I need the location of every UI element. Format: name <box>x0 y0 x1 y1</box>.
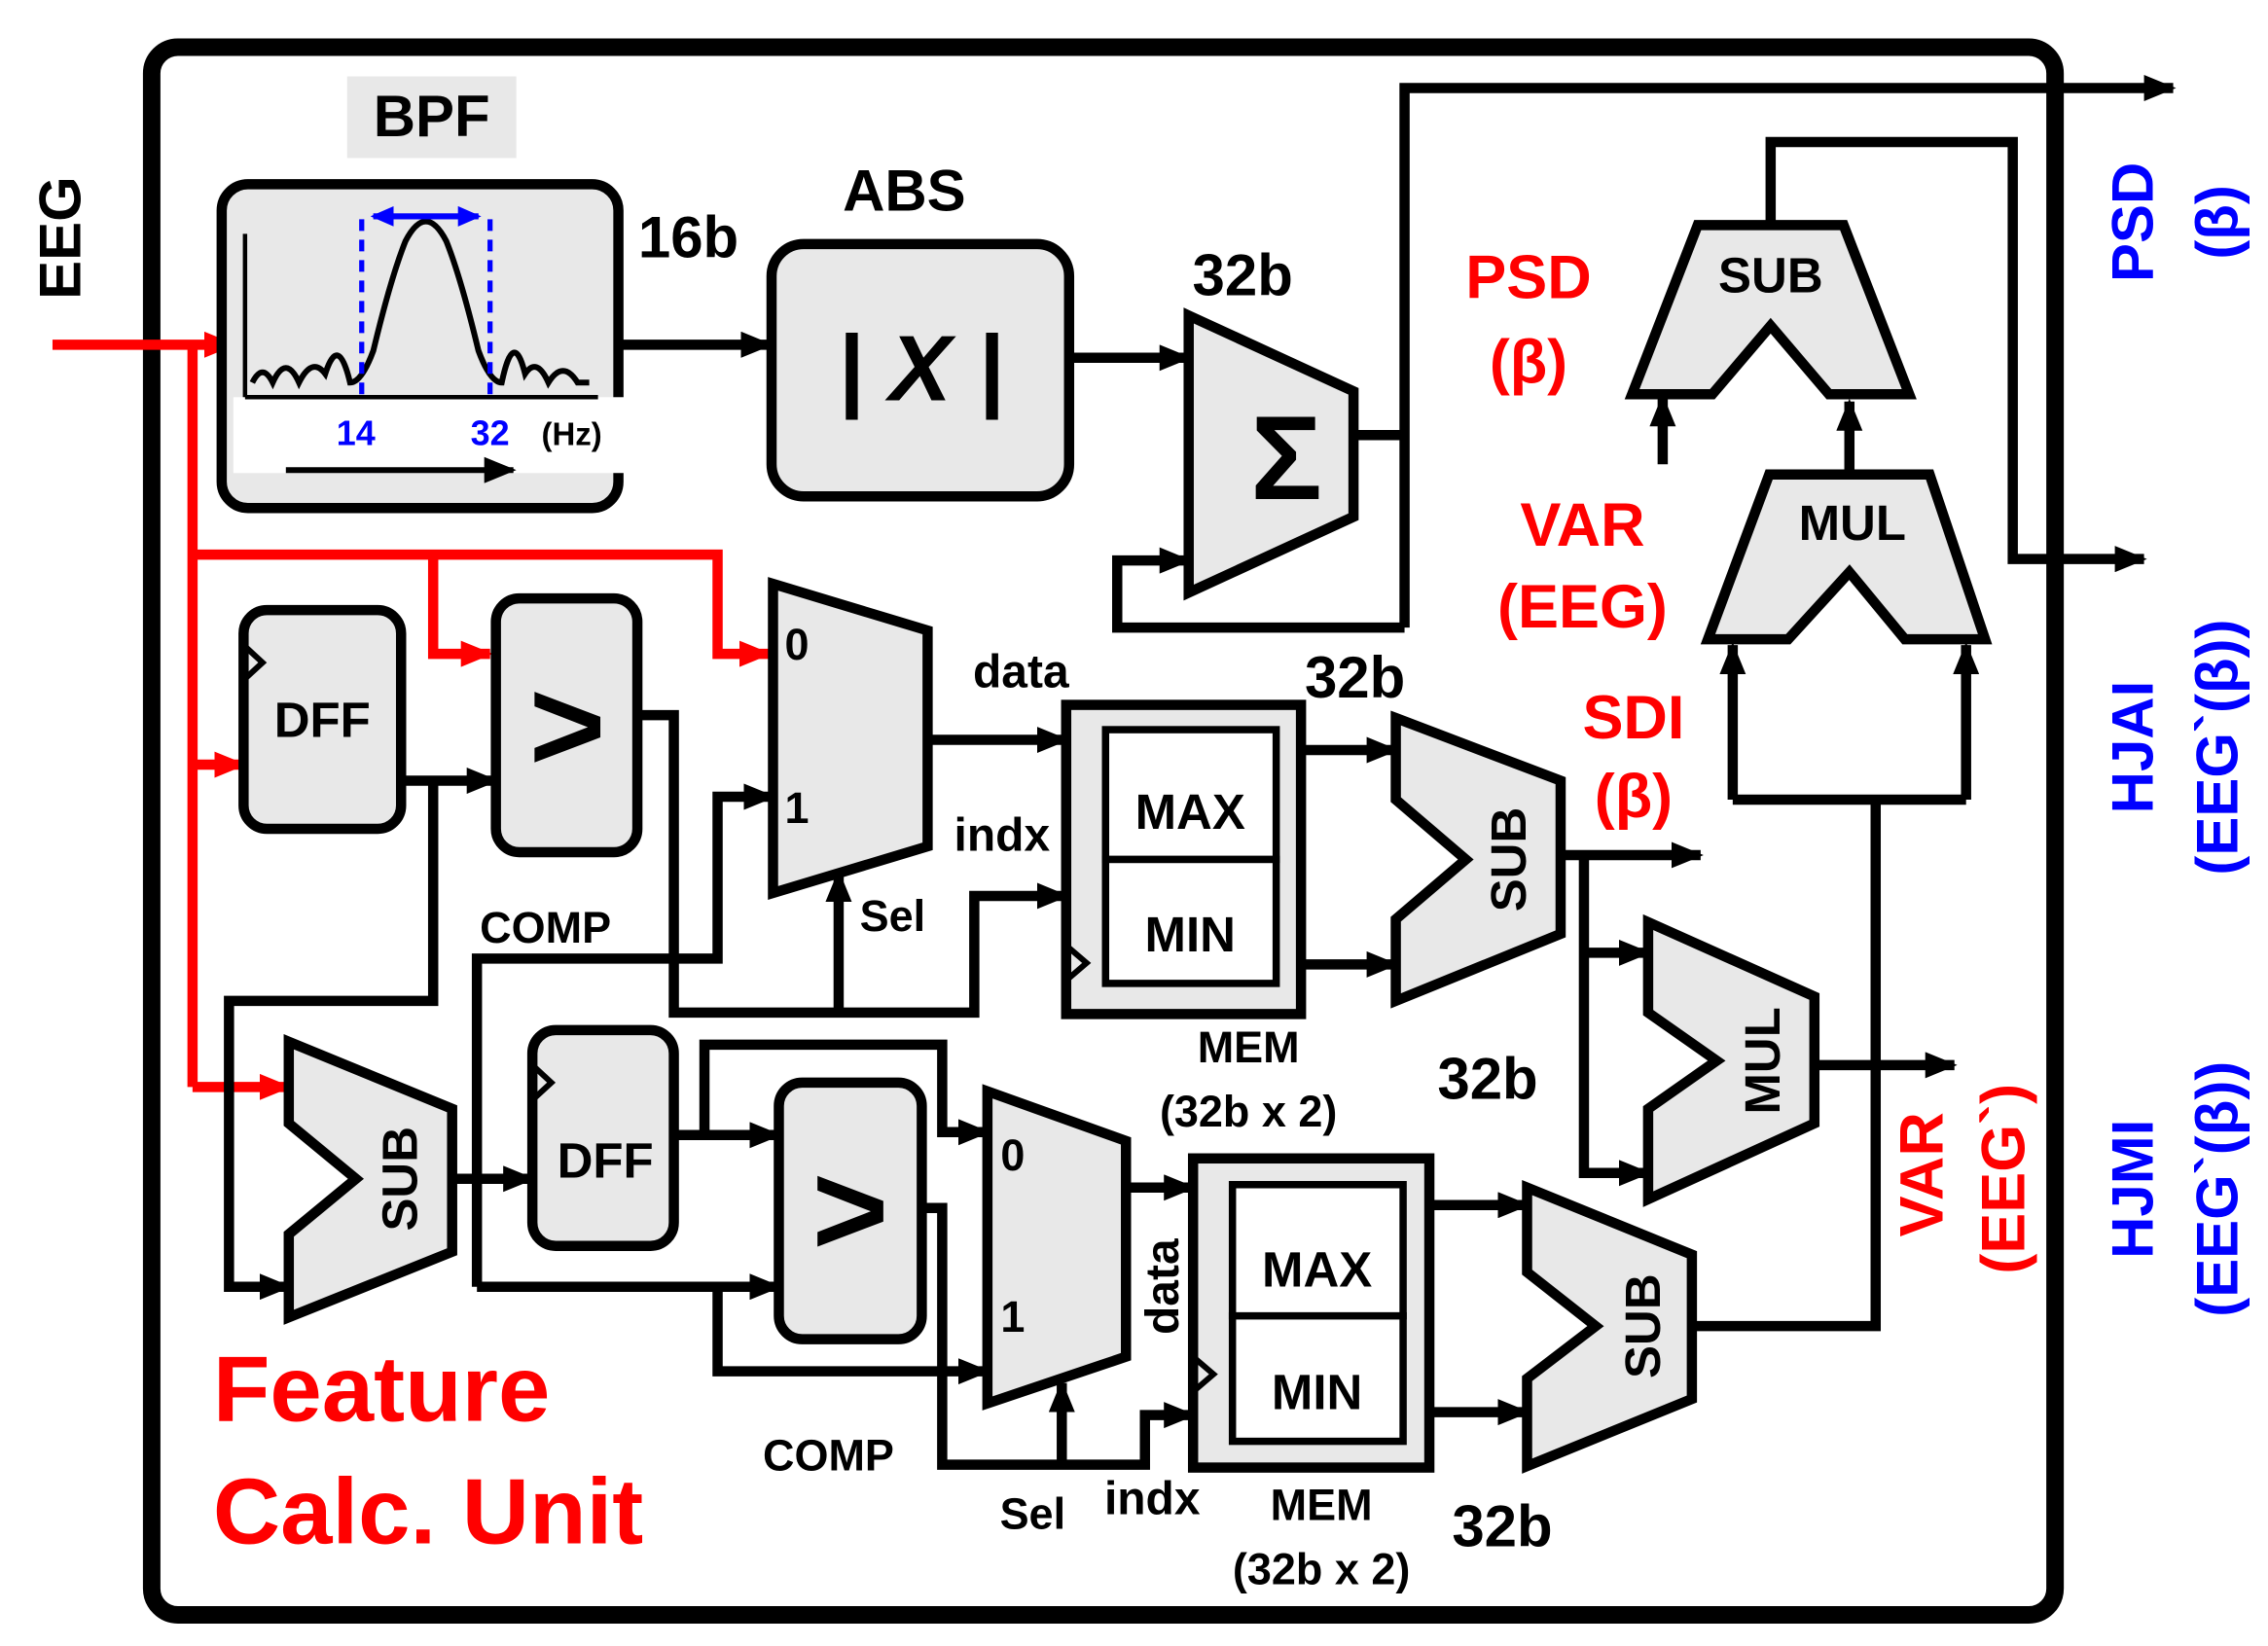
width-label-mem1: 32b <box>1305 645 1405 710</box>
mem-1-name: MEM <box>1198 1022 1300 1072</box>
mem-1-min: MIN <box>1145 907 1236 962</box>
dff-1-clock <box>241 642 268 683</box>
input-label-eeg: EEG <box>27 176 92 300</box>
mul-top-block <box>1700 469 1993 645</box>
sub-left-label: SUB <box>373 1127 428 1232</box>
feature-psd: PSD <box>1465 243 1591 311</box>
sub-top-block <box>1624 220 1917 400</box>
abs-symbol: | X | <box>837 316 1003 420</box>
comp-1-block <box>490 592 643 858</box>
dff-1-block <box>238 604 407 835</box>
width-label-16b: 16b <box>638 204 738 269</box>
mem-2-name: MEM <box>1271 1481 1373 1530</box>
mem-2-min: MIN <box>1272 1365 1362 1420</box>
right-top-wires <box>1649 136 2147 805</box>
unit-frame <box>142 38 2065 1624</box>
dff-1-label: DFF <box>274 693 371 748</box>
dff-2-clock <box>530 1062 557 1103</box>
signal-data-1: data <box>973 647 1069 698</box>
feature-var-eeg-1: VAR <box>1520 491 1644 559</box>
feature-var-eegp-1: VAR <box>1889 1112 1957 1236</box>
mem-2-min-cell <box>1228 1311 1407 1446</box>
mem-2-max: MAX <box>1262 1242 1372 1298</box>
feature-psd-beta: (β) <box>1490 328 1567 396</box>
mem-1-clock <box>1063 943 1092 984</box>
signal-sel-2: Sel <box>1000 1489 1065 1539</box>
output-psd-2: (β) <box>2185 185 2250 260</box>
width-label-acc: 32b <box>1193 242 1293 307</box>
feature-sdi: SDI <box>1582 684 1684 752</box>
mux-1-in1: 1 <box>784 783 809 833</box>
abs-block <box>766 238 1075 502</box>
mem-1-max: MAX <box>1135 784 1245 840</box>
sub-bottom-label: SUB <box>1615 1273 1671 1378</box>
bpf-plot-area <box>233 397 636 474</box>
accumulator-wires <box>1112 74 2177 633</box>
unit-title-line1: Feature <box>213 1338 550 1442</box>
abs-label: ABS <box>843 158 966 223</box>
width-label-mem2: 32b <box>1452 1494 1552 1559</box>
feature-sdi-beta: (β) <box>1595 763 1673 831</box>
bpf-freq-high: 32 <box>471 413 510 453</box>
dff-2-label: DFF <box>558 1132 654 1188</box>
row2-wires <box>451 800 1882 1470</box>
signal-indx-1: indx <box>954 809 1051 861</box>
output-hjai-1: HJAI <box>2101 681 2166 814</box>
bpf-freq-unit: (Hz) <box>541 416 601 452</box>
mux-2-block <box>982 1084 1132 1411</box>
mul-mid-block <box>1642 913 1820 1207</box>
accumulator-sigma: Σ <box>1250 392 1322 525</box>
signal-comp-1: COMP <box>480 903 611 952</box>
sub-top-label: SUB <box>1718 247 1823 303</box>
signal-data-2: data <box>1137 1238 1189 1335</box>
signal-sel-1: Sel <box>860 891 925 941</box>
mul-top-label: MUL <box>1799 495 1906 551</box>
output-hjai-2: (EEG`(β)) <box>2185 620 2250 876</box>
width-label-mul: 32b <box>1437 1046 1537 1111</box>
sub-left-block <box>283 1034 457 1325</box>
mem-2-size: (32b x 2) <box>1233 1544 1410 1593</box>
output-psd-1: PSD <box>2101 162 2166 282</box>
bpf-label-bg <box>346 76 517 159</box>
bpf-freq-low: 14 <box>337 413 376 453</box>
feature-var-eegp-2: (EEG`) <box>1970 1084 2038 1274</box>
signal-indx-2: indx <box>1104 1474 1201 1525</box>
mem-2-clock <box>1191 1354 1218 1394</box>
bpf-response-plot <box>242 205 598 483</box>
mem-1-max-cell <box>1101 726 1280 864</box>
eeg-input-wires <box>52 331 772 1100</box>
mem-1-size: (32b x 2) <box>1160 1087 1337 1136</box>
mux-2-in1: 1 <box>1000 1292 1025 1342</box>
feature-var-eeg-2: (EEG) <box>1497 573 1668 641</box>
mul-mid-label: MUL <box>1735 1007 1790 1114</box>
comp-2-symbol: > <box>812 1136 889 1283</box>
accumulator-block <box>1183 307 1359 601</box>
signal-comp-2: COMP <box>763 1431 894 1481</box>
unit-title-line2: Calc. Unit <box>213 1460 643 1564</box>
mux-2-in0: 0 <box>1000 1130 1025 1180</box>
comp-1-symbol: > <box>529 652 606 799</box>
mem-1-min-cell <box>1101 855 1280 987</box>
mux-1-in0: 0 <box>784 620 809 669</box>
row1-wires <box>224 709 1958 1301</box>
bpf-label: BPF <box>374 84 490 149</box>
output-hjmi-1: HJMI <box>2101 1120 2166 1259</box>
sub-mid-label: SUB <box>1481 807 1536 912</box>
output-hjmi-2: (EEG`(β)) <box>2185 1061 2250 1317</box>
